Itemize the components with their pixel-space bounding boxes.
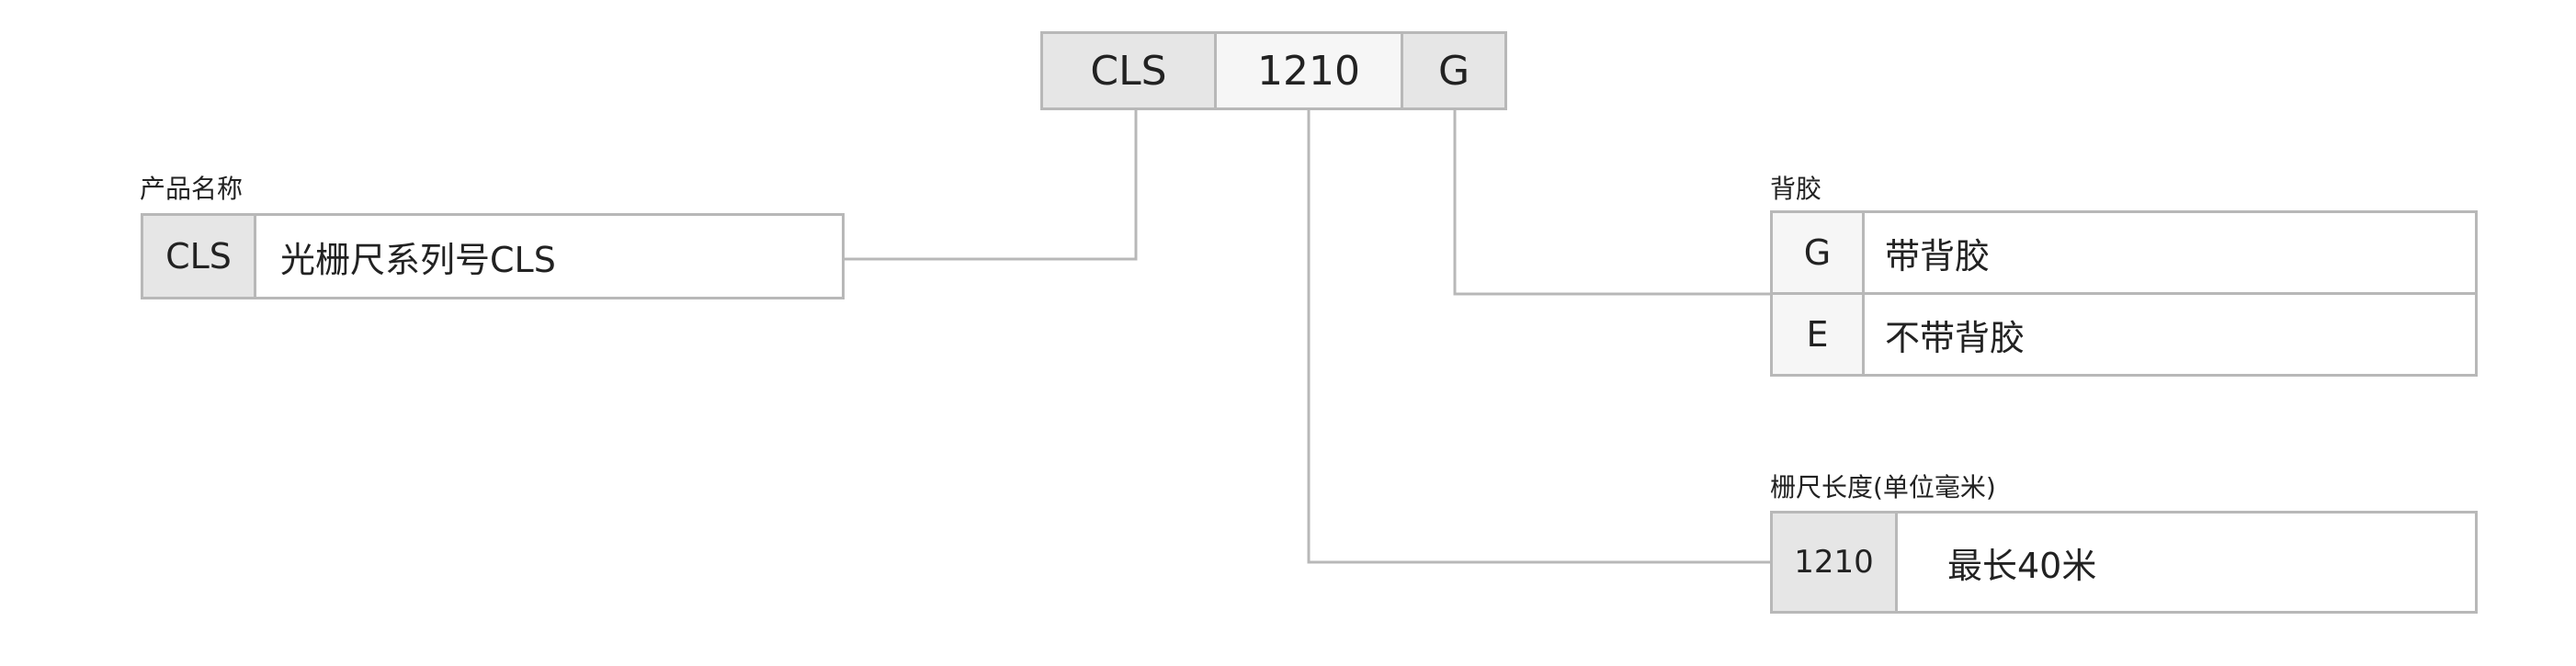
code-box-backing-label: G (1437, 47, 1470, 95)
product-name-desc-cell: 光栅尺系列号CLS (254, 213, 845, 299)
product-name-code: CLS (165, 236, 232, 277)
backing-row-1-desc: 带背胶 (1885, 235, 1991, 277)
product-name-heading: 产品名称 (140, 174, 244, 204)
length-desc: 最长40米 (1947, 545, 2097, 586)
length-code-cell: 1210 (1770, 511, 1898, 614)
product-name-desc: 光栅尺系列号CLS (280, 239, 556, 280)
length-desc-cell: 最长40米 (1895, 511, 2478, 614)
length-code: 1210 (1794, 544, 1874, 581)
code-box-cls: CLS (1040, 31, 1217, 110)
backing-row-1-code-cell: G (1770, 210, 1865, 295)
connector-product-name (843, 108, 1138, 261)
backing-row-2-code: E (1806, 314, 1829, 355)
length-heading: 栅尺长度(单位毫米) (1770, 472, 1996, 502)
backing-row-1-desc-cell: 带背胶 (1862, 210, 2478, 295)
product-name-code-cell: CLS (141, 213, 256, 299)
code-box-backing: G (1401, 31, 1507, 110)
backing-row-2-desc-cell: 不带背胶 (1862, 292, 2478, 377)
backing-row-1-code: G (1803, 232, 1832, 273)
code-box-cls-label: CLS (1090, 47, 1167, 95)
code-box-length-label: 1210 (1257, 47, 1360, 95)
backing-row-2-code-cell: E (1770, 292, 1865, 377)
backing-row-2-desc: 不带背胶 (1885, 317, 2026, 358)
backing-heading: 背胶 (1770, 174, 1822, 204)
connector-backing (1453, 108, 1779, 296)
connector-length (1307, 108, 1779, 564)
code-box-length: 1210 (1214, 31, 1403, 110)
